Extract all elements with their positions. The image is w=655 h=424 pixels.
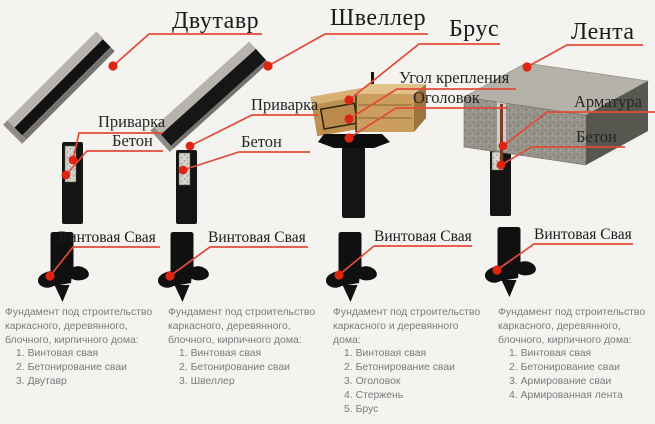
callout-privarka-1: Приварка <box>98 112 166 131</box>
description-intro: Фундамент под строительство каркасного, … <box>168 307 316 346</box>
description-column-shveller: Фундамент под строительство каркасного, … <box>168 306 332 389</box>
description-list: Винтовая свая Бетонирование сваи Швеллер <box>168 347 332 388</box>
description-list: Винтовая свая Бетонирование сваи Армиров… <box>498 347 655 402</box>
description-list: Винтовая свая Бетонирование сваи Двутавр <box>5 347 169 388</box>
description-intro: Фундамент под строительство каркасного и… <box>333 307 481 346</box>
description-intro: Фундамент под строительство каркасного, … <box>498 307 646 346</box>
description-column-brus: Фундамент под строительство каркасного и… <box>333 306 497 416</box>
list-item: Бетонирование сваи <box>190 362 290 374</box>
callout-privarka-2: Приварка <box>251 95 319 114</box>
pile-illustration-lenta <box>463 62 649 297</box>
pile-illustration-shveller <box>150 41 269 302</box>
description-list: Винтовая свая Бетонирование сваи Оголово… <box>333 347 497 416</box>
callout-beton-4: Бетон <box>576 127 617 146</box>
leader-lines <box>49 33 655 277</box>
callout-armatura: Арматура <box>574 92 642 111</box>
list-item: Бетонирование сваи <box>355 362 455 374</box>
description-column-dvutavr: Фундамент под строительство каркасного, … <box>5 306 169 389</box>
list-item: Оголовок <box>355 375 401 387</box>
list-item: Брус <box>355 403 379 415</box>
list-item: Винтовая свая <box>27 348 99 360</box>
list-item: Двутавр <box>27 375 67 387</box>
screw-pile-label-2: Винтовая Свая <box>208 229 306 246</box>
list-item: Бетонирование сваи <box>520 362 620 374</box>
callout-beton-1: Бетон <box>112 131 153 150</box>
screw-pile-label-3: Винтовая Свая <box>374 228 472 245</box>
callout-beton-2: Бетон <box>241 132 282 151</box>
pile-illustration-brus <box>310 72 426 302</box>
pile-title-dvutavr: Двутавр <box>172 8 260 34</box>
callout-ogolovok: Оголовок <box>413 88 480 107</box>
list-item: Армированная лента <box>520 389 623 401</box>
list-item: Винтовая свая <box>190 348 262 360</box>
screw-pile-label-4: Винтовая Свая <box>534 226 632 243</box>
pile-title-lenta: Лента <box>571 19 635 45</box>
screw-pile-label-1: Винтовая Свая <box>58 229 156 246</box>
pile-illustration-dvutavr <box>3 31 115 302</box>
list-item: Винтовая свая <box>520 348 592 360</box>
pile-title-shveller: Швеллер <box>330 5 427 31</box>
marker-dots <box>45 61 532 281</box>
description-column-lenta: Фундамент под строительство каркасного, … <box>498 306 655 403</box>
list-item: Бетонирование сваи <box>27 362 127 374</box>
pile-title-brus: Брус <box>449 16 500 42</box>
callout-ugol-krepleniya: Угол крепления <box>399 68 510 87</box>
list-item: Швеллер <box>190 375 235 387</box>
list-item: Армирование сваи <box>520 375 612 387</box>
description-intro: Фундамент под строительство каркасного, … <box>5 307 153 346</box>
list-item: Стержень <box>355 389 404 401</box>
list-item: Винтовая свая <box>355 348 427 360</box>
